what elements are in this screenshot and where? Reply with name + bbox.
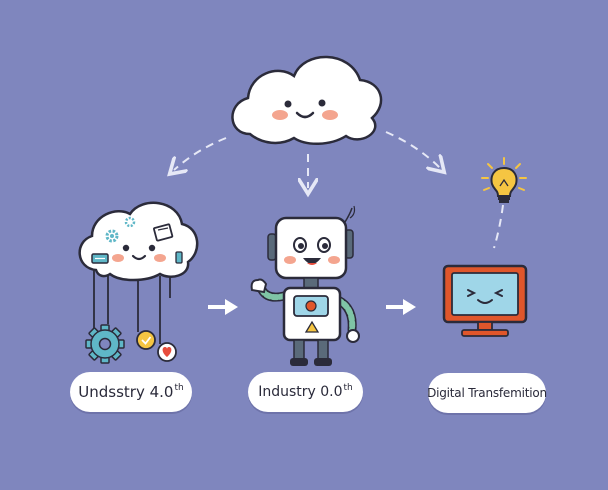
robot-icon [250, 205, 360, 366]
label-industry-0-sup: th [343, 383, 353, 393]
arrow-right-icon-2 [386, 299, 416, 315]
monitor-icon [442, 264, 528, 337]
arrow-right-icon [208, 299, 238, 315]
phone-icon [175, 251, 183, 264]
label-industry-4-sup: th [174, 383, 184, 393]
lightbulb-icon [481, 157, 527, 203]
label-digital-transformation-text: Digital Transfemition [427, 386, 547, 400]
small-gear-icon-2 [124, 216, 136, 228]
label-industry-0-text: Industry 0.0 [258, 384, 343, 400]
arrow-bulb-link [493, 204, 504, 249]
server-icon [91, 253, 109, 264]
small-gear-icon [105, 229, 119, 243]
cloud-network-icon [78, 201, 199, 364]
arrow-to-right [385, 131, 440, 168]
document-icon [153, 223, 174, 242]
gear-icon [85, 324, 125, 364]
label-digital-transformation: Digital Transfemition [427, 373, 547, 413]
heart-icon [157, 342, 177, 362]
top-cloud-icon [231, 55, 383, 145]
arrow-to-left [174, 137, 227, 170]
coin-icon [136, 330, 156, 350]
label-industry-4-text: Undsstry 4.0 [78, 383, 174, 401]
